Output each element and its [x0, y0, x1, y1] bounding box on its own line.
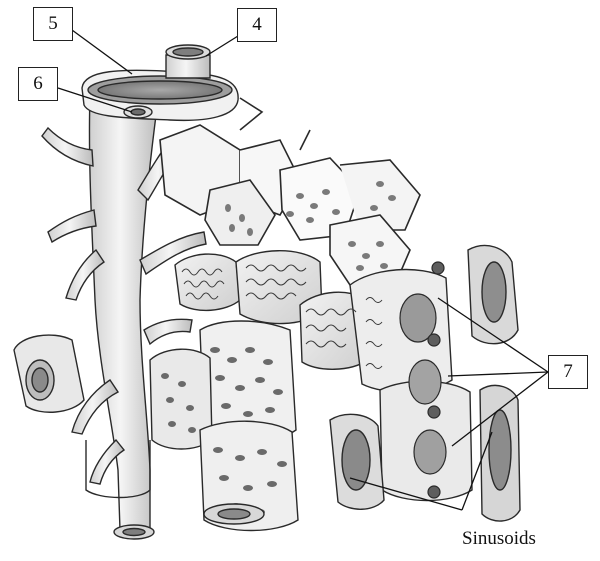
sinusoids-caption: Sinusoids [462, 528, 536, 550]
label-6-text: 6 [33, 73, 43, 95]
sinusoids-caption-text: Sinusoids [462, 528, 536, 549]
label-4: 4 [237, 8, 277, 42]
label-6: 6 [18, 67, 58, 101]
left-cut-vessel [14, 335, 84, 412]
label-5-text: 5 [48, 13, 58, 35]
portal-triad-section [82, 45, 238, 120]
label-4-text: 4 [252, 14, 262, 36]
label-7: 7 [548, 355, 588, 389]
label-5: 5 [33, 7, 73, 41]
label-7-text: 7 [563, 361, 573, 383]
